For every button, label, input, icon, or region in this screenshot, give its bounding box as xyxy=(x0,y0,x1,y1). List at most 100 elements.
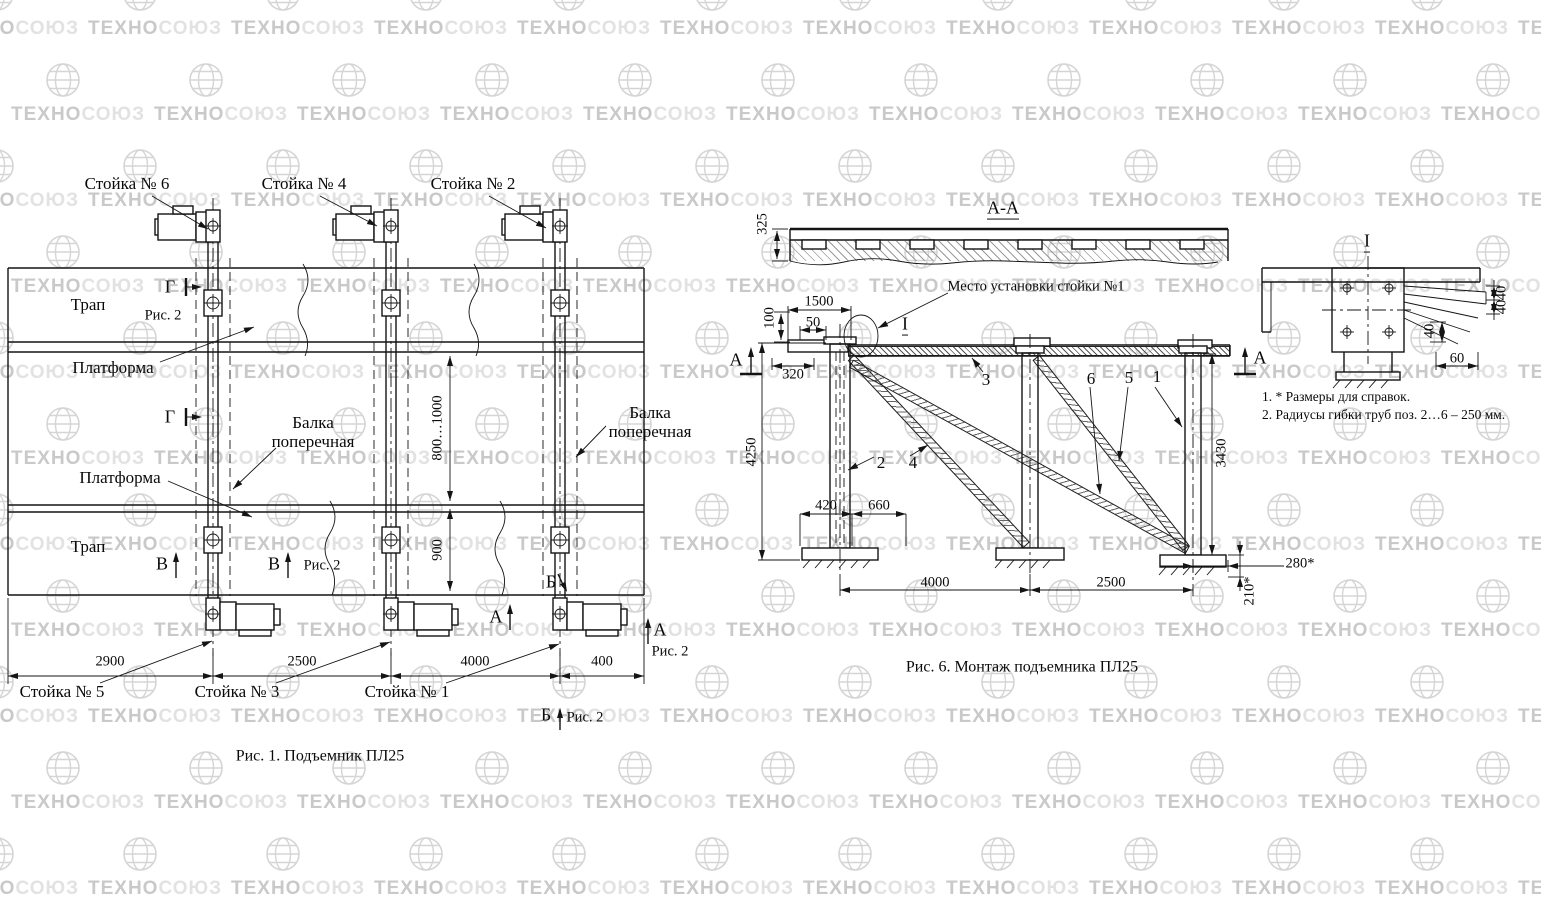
note-1: 1. * Размеры для справок. xyxy=(1262,388,1411,404)
globe-icon xyxy=(0,0,15,17)
globe-icon xyxy=(1475,750,1511,791)
watermark-text: ТЕХНОСОЮЗ xyxy=(11,276,145,297)
globe-icon xyxy=(1046,62,1082,103)
globe-icon xyxy=(474,406,510,447)
dim-800-1000: 800…1000 xyxy=(429,395,446,461)
globe-icon xyxy=(1409,148,1445,189)
dim-280: 280* xyxy=(1285,555,1315,572)
watermark-text: ТЕХНОСОЮЗ xyxy=(11,620,145,641)
watermark-text: ТЕХНОСОЮЗ xyxy=(0,706,79,727)
globe-icon xyxy=(265,664,301,705)
globe-icon xyxy=(1046,406,1082,447)
watermark-text: ТЕХНОСОЮЗ xyxy=(1012,620,1146,641)
globe-icon xyxy=(1189,750,1225,791)
globe-icon xyxy=(694,664,730,705)
watermark-text: ТЕХНОСОЮЗ xyxy=(1518,706,1541,727)
dim-210: 210* xyxy=(1241,576,1258,606)
watermark-text: ТЕХНОСОЮЗ xyxy=(1155,276,1289,297)
label-stand-2: Стойка № 2 xyxy=(430,174,516,194)
fig1-caption: Рис. 1. Подъемник ПЛ25 xyxy=(235,747,405,765)
globe-icon xyxy=(1409,836,1445,877)
watermark-text: ТЕХНОСОЮЗ xyxy=(1298,620,1432,641)
dim-420: 420 xyxy=(815,497,837,514)
globe-icon xyxy=(331,406,367,447)
globe-icon xyxy=(760,62,796,103)
globe-icon xyxy=(1332,406,1368,447)
fig1-annotations xyxy=(7,195,651,730)
watermark-text: ТЕХНОСОЮЗ xyxy=(0,190,79,211)
detail-dim-40-3: 40 xyxy=(1421,323,1438,339)
watermark-text: ТЕХНОСОЮЗ xyxy=(726,792,860,813)
watermark-text: ТЕХНОСОЮЗ xyxy=(660,878,794,899)
watermark-text: ТЕХНОСОЮЗ xyxy=(583,792,717,813)
globe-icon xyxy=(980,0,1016,17)
watermark-text: ТЕХНОСОЮЗ xyxy=(517,18,651,39)
watermark-text: ТЕХНОСОЮЗ xyxy=(1298,448,1432,469)
globe-icon xyxy=(1409,492,1445,533)
globe-icon xyxy=(694,320,730,361)
section-a-right: А xyxy=(1253,347,1267,368)
globe-icon xyxy=(122,148,158,189)
globe-icon xyxy=(45,406,81,447)
dim-4250: 4250 xyxy=(743,437,760,467)
globe-icon xyxy=(760,578,796,619)
watermark-text: ТЕХНОСОЮЗ xyxy=(726,104,860,125)
watermark-text: ТЕХНОСОЮЗ xyxy=(440,448,574,469)
watermark-text: ТЕХНОСОЮЗ xyxy=(1375,534,1509,555)
place-of-stand1-label: Место установки стойки №1 xyxy=(947,278,1125,295)
watermark-text: ТЕХНОСОЮЗ xyxy=(803,706,937,727)
detail-view-linework xyxy=(1261,256,1487,381)
detail-dim-60: 60 xyxy=(1449,350,1465,367)
globe-icon xyxy=(837,836,873,877)
globe-icon xyxy=(617,578,653,619)
section-mark-b-2: Б xyxy=(540,704,552,725)
watermark-text: ТЕХНОСОЮЗ xyxy=(1518,534,1541,555)
globe-icon xyxy=(1475,578,1511,619)
globe-icon xyxy=(1475,62,1511,103)
section-mark-a-1: А xyxy=(489,606,503,627)
watermark-text: ТЕХНОСОЮЗ xyxy=(88,362,222,383)
watermark-text: ТЕХНОСОЮЗ xyxy=(660,706,794,727)
globe-icon xyxy=(760,750,796,791)
watermark-text: ТЕХНОСОЮЗ xyxy=(803,190,937,211)
dim-50: 50 xyxy=(805,314,821,331)
globe-icon xyxy=(1332,578,1368,619)
fig1-platform-linework xyxy=(7,263,645,596)
watermark-text: ТЕХНОСОЮЗ xyxy=(946,18,1080,39)
globe-icon xyxy=(1266,148,1302,189)
dim-4000: 4000 xyxy=(460,653,490,670)
dim-100: 100 xyxy=(761,307,778,329)
watermark-text: ТЕХНОСОЮЗ xyxy=(1012,276,1146,297)
section-a-left: А xyxy=(729,349,743,370)
globe-icon xyxy=(903,62,939,103)
label-cross-beam-right-2: поперечная xyxy=(608,422,692,442)
pos-number-1: 1 xyxy=(1152,367,1162,387)
watermark-text: ТЕХНОСОЮЗ xyxy=(1089,878,1223,899)
watermark-text: ТЕХНОСОЮЗ xyxy=(11,792,145,813)
watermark-text: ТЕХНОСОЮЗ xyxy=(1155,448,1289,469)
globe-icon xyxy=(694,492,730,533)
watermark-text: ТЕХНОСОЮЗ xyxy=(583,448,717,469)
globe-icon xyxy=(408,148,444,189)
globe-icon xyxy=(694,0,730,17)
globe-icon xyxy=(474,62,510,103)
watermark-text: ТЕХНОСОЮЗ xyxy=(1441,620,1541,641)
pos-number-3: 3 xyxy=(981,370,991,390)
globe-icon xyxy=(1123,0,1159,17)
watermark-text: ТЕХНОСОЮЗ xyxy=(1298,104,1432,125)
globe-icon xyxy=(1189,578,1225,619)
watermark-text: ТЕХНОСОЮЗ xyxy=(440,104,574,125)
watermark-text: ТЕХНОСОЮЗ xyxy=(1089,706,1223,727)
watermark-text: ТЕХНОСОЮЗ xyxy=(88,706,222,727)
watermark-text: ТЕХНОСОЮЗ xyxy=(660,18,794,39)
dim-1500: 1500 xyxy=(804,293,834,310)
globe-icon xyxy=(265,0,301,17)
globe-icon xyxy=(474,750,510,791)
label-stand-3: Стойка № 3 xyxy=(194,682,280,702)
globe-icon xyxy=(474,578,510,619)
label-stand-1: Стойка № 1 xyxy=(364,682,450,702)
globe-icon xyxy=(1332,62,1368,103)
watermark-text: ТЕХНОСОЮЗ xyxy=(946,878,1080,899)
watermark-text: ТЕХНОСОЮЗ xyxy=(1518,18,1541,39)
